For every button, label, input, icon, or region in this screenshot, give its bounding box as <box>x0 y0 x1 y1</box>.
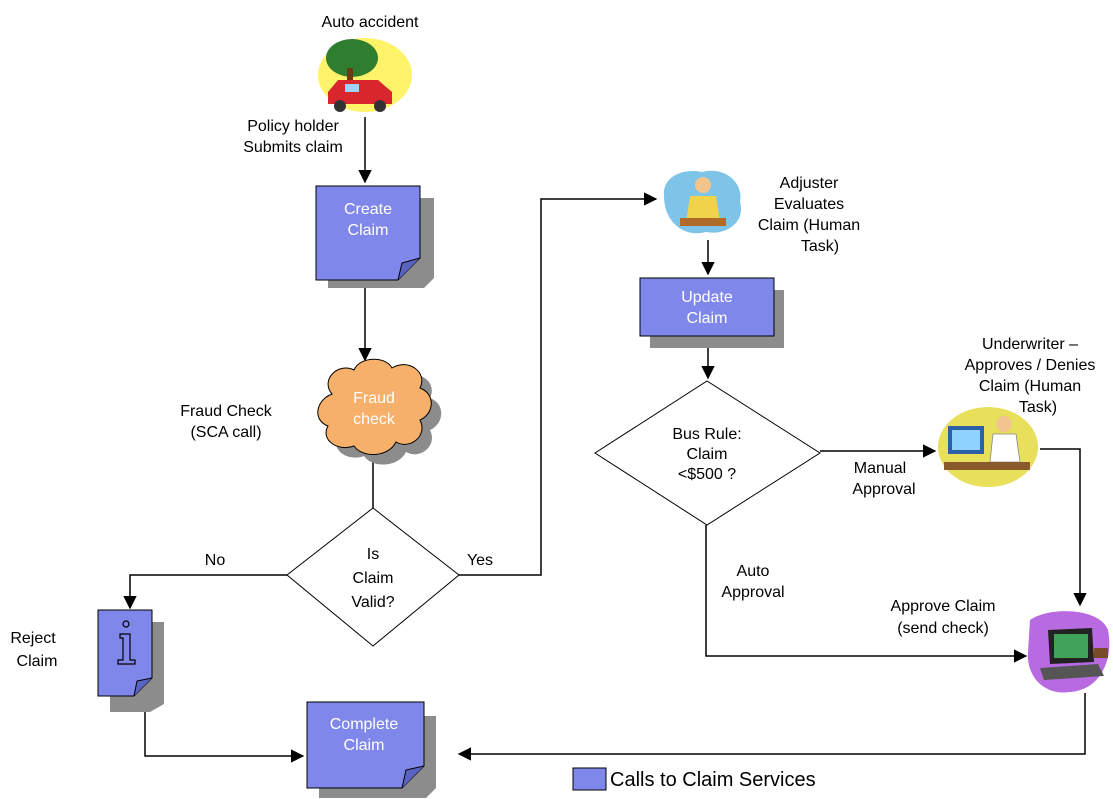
car-accident-icon <box>318 38 412 112</box>
complete-claim-label-2: Claim <box>344 737 385 754</box>
valid-label-3: Valid? <box>351 594 394 611</box>
approve-claim-label-1: Approve Claim <box>891 598 996 615</box>
adjuster-label-3: Claim (Human <box>758 217 860 234</box>
underwriter-label-2: Approves / Denies <box>965 357 1096 374</box>
busrule-label-2: Claim <box>687 446 728 463</box>
create-claim-box: Create Claim <box>315 185 434 288</box>
valid-label-1: Is <box>367 546 379 563</box>
manual-approval-label-2: Approval <box>852 481 915 498</box>
complete-claim-box: Complete Claim <box>306 701 436 798</box>
create-claim-label-1: Create <box>344 201 392 218</box>
adjuster-person-icon <box>663 170 742 234</box>
update-claim-label-2: Claim <box>687 310 728 327</box>
arrow-no-to-reject <box>123 574 287 610</box>
arrow-auto-to-approve <box>705 525 1028 663</box>
fraud-label-2: check <box>353 411 396 428</box>
arrow-reject-to-complete <box>144 698 305 763</box>
info-document-icon <box>117 620 136 665</box>
policy-holder-label-2: Submits claim <box>243 139 343 156</box>
reject-label-1: Reject <box>10 630 56 647</box>
yes-label: Yes <box>467 552 493 569</box>
adjuster-label-2: Evaluates <box>774 196 844 213</box>
update-claim-box: Update Claim <box>639 277 784 348</box>
adjuster-label-4: Task) <box>801 238 839 255</box>
busrule-label-3: <$500 ? <box>678 466 736 483</box>
auto-approval-label-2: Approval <box>721 584 784 601</box>
auto-approval-label-1: Auto <box>737 563 770 580</box>
reject-label-2: Claim <box>17 653 58 670</box>
underwriter-label-4: Task) <box>1019 399 1057 416</box>
bus-rule-decision: Bus Rule: Claim <$500 ? <box>594 380 821 526</box>
complete-claim-label-1: Complete <box>330 716 399 733</box>
fraud-check-label-2: (SCA call) <box>190 424 261 441</box>
fraud-check-label-1: Fraud Check <box>180 403 273 420</box>
policy-holder-label-1: Policy holder <box>247 118 339 135</box>
fraud-check-cloud: Fraud check <box>317 358 442 465</box>
auto-accident-label: Auto accident <box>322 14 420 31</box>
connectors <box>123 117 1087 763</box>
legend-label: Calls to Claim Services <box>610 769 816 791</box>
update-claim-label-1: Update <box>681 289 733 306</box>
legend-swatch <box>572 767 607 791</box>
adjuster-label-1: Adjuster <box>780 175 839 192</box>
laptop-money-icon <box>1027 611 1110 693</box>
arrow-approve-to-complete <box>457 693 1086 761</box>
reject-claim-document <box>97 609 164 712</box>
busrule-label-1: Bus Rule: <box>672 426 741 443</box>
create-claim-label-2: Claim <box>348 222 389 239</box>
approve-claim-label-2: (send check) <box>897 620 989 637</box>
fraud-label-1: Fraud <box>353 390 395 407</box>
valid-label-2: Claim <box>353 570 394 587</box>
manual-approval-label-1: Manual <box>854 460 906 477</box>
underwriter-label-3: Claim (Human <box>979 378 1081 395</box>
arrow-yes-to-adjuster <box>459 192 658 576</box>
underwriter-label-1: Underwriter – <box>982 336 1078 353</box>
underwriter-person-icon <box>938 407 1038 487</box>
arrow-underwriter-to-approve <box>1040 448 1087 607</box>
no-label: No <box>205 552 226 569</box>
is-claim-valid-decision: Is Claim Valid? <box>286 507 460 647</box>
legend: Calls to Claim Services <box>572 767 816 791</box>
